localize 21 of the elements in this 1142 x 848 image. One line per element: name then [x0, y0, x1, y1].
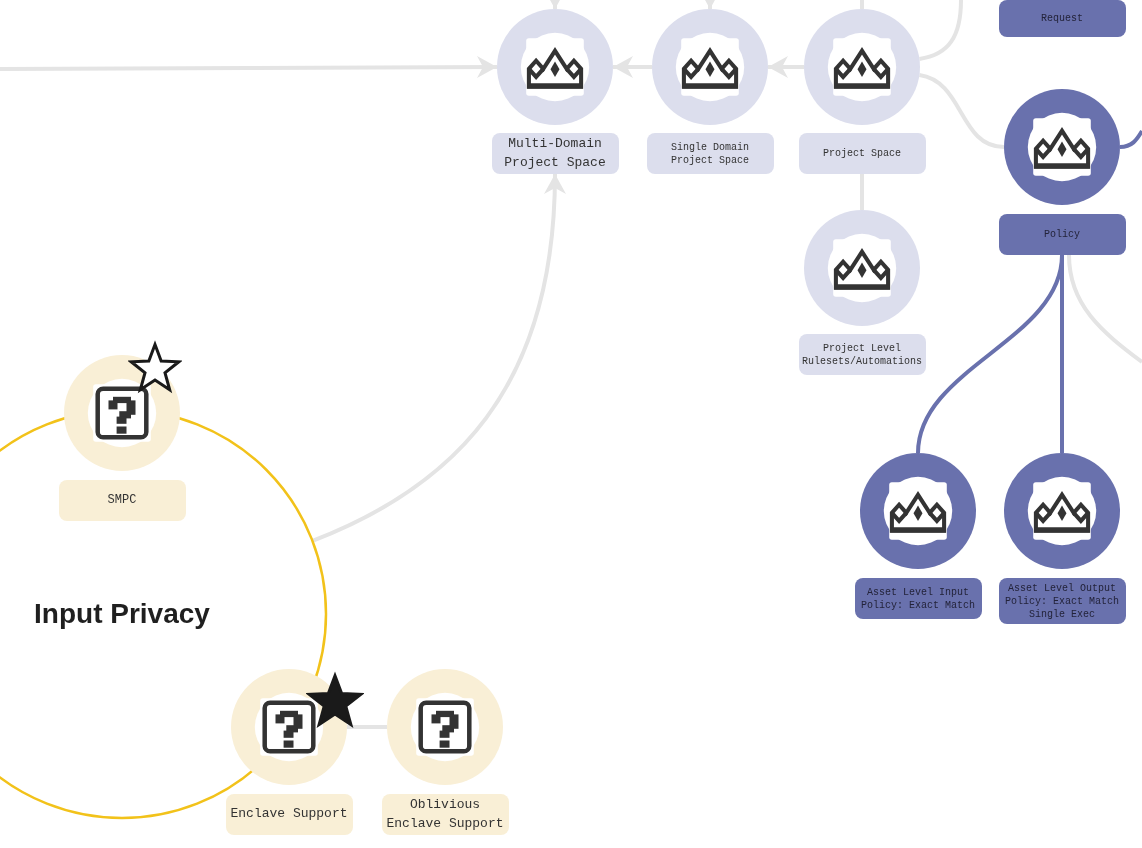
node-label: Asset Level Input Policy: Exact Match [854, 578, 982, 619]
node-label: Project Level Rulesets/Automations [798, 334, 926, 375]
node-label: Request [998, 0, 1126, 37]
node-label: Policy [998, 214, 1126, 255]
connector-line [918, 73, 1005, 149]
connector-line [1067, 254, 1142, 364]
connector-line [1060, 255, 1064, 453]
node-label: Multi-Domain Project Space [491, 133, 619, 174]
node-label: Project Space [798, 133, 926, 174]
arrow [311, 173, 566, 543]
node-label: Oblivious Enclave Support [381, 794, 509, 835]
arrow [0, 56, 497, 78]
node-label: Single Domain Project Space [646, 133, 774, 174]
node-label: Asset Level Output Policy: Exact Match Single Exec [998, 578, 1126, 624]
connector-line [919, 0, 963, 61]
node-label: SMPC [58, 480, 186, 521]
group-title: Input Privacy [34, 600, 210, 628]
arrow [613, 56, 652, 78]
connector-line [1119, 129, 1142, 149]
arrow [768, 56, 804, 78]
node-label: Enclave Support [225, 794, 353, 835]
